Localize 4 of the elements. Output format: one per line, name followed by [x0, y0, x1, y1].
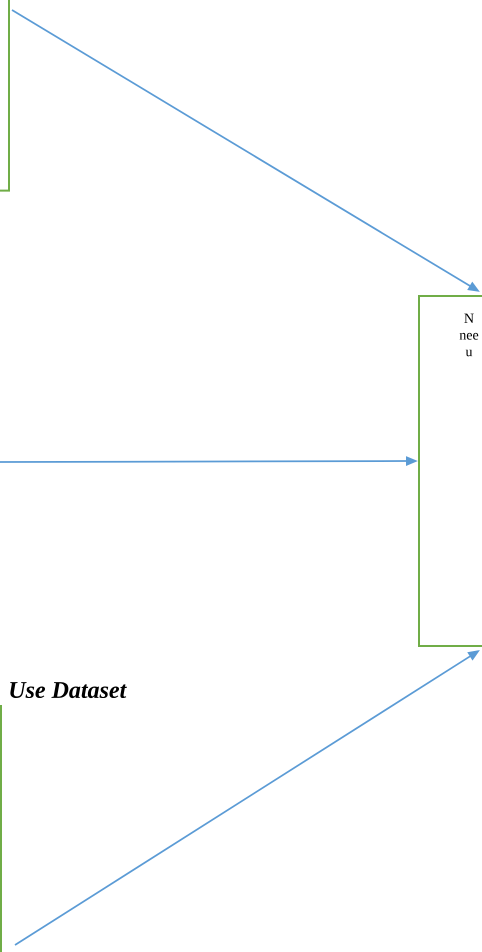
process-box — [0, 682, 127, 952]
process-box: N nee u — [418, 295, 482, 647]
process-box — [0, 0, 10, 192]
box-heading: Use Dataset — [10, 682, 127, 698]
